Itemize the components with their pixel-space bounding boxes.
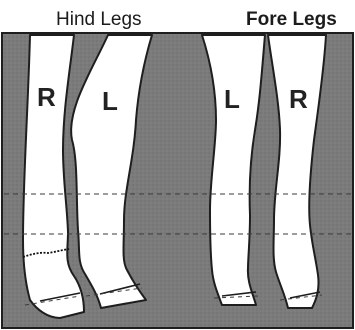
- hind-legs-heading: Hind Legs: [56, 9, 142, 30]
- hind-right-label: R: [37, 82, 56, 112]
- fore-right-label: R: [289, 84, 308, 114]
- hind-left-label: L: [102, 86, 118, 116]
- fore-left-label: L: [224, 84, 240, 114]
- fore-legs-heading: Fore Legs: [246, 9, 337, 30]
